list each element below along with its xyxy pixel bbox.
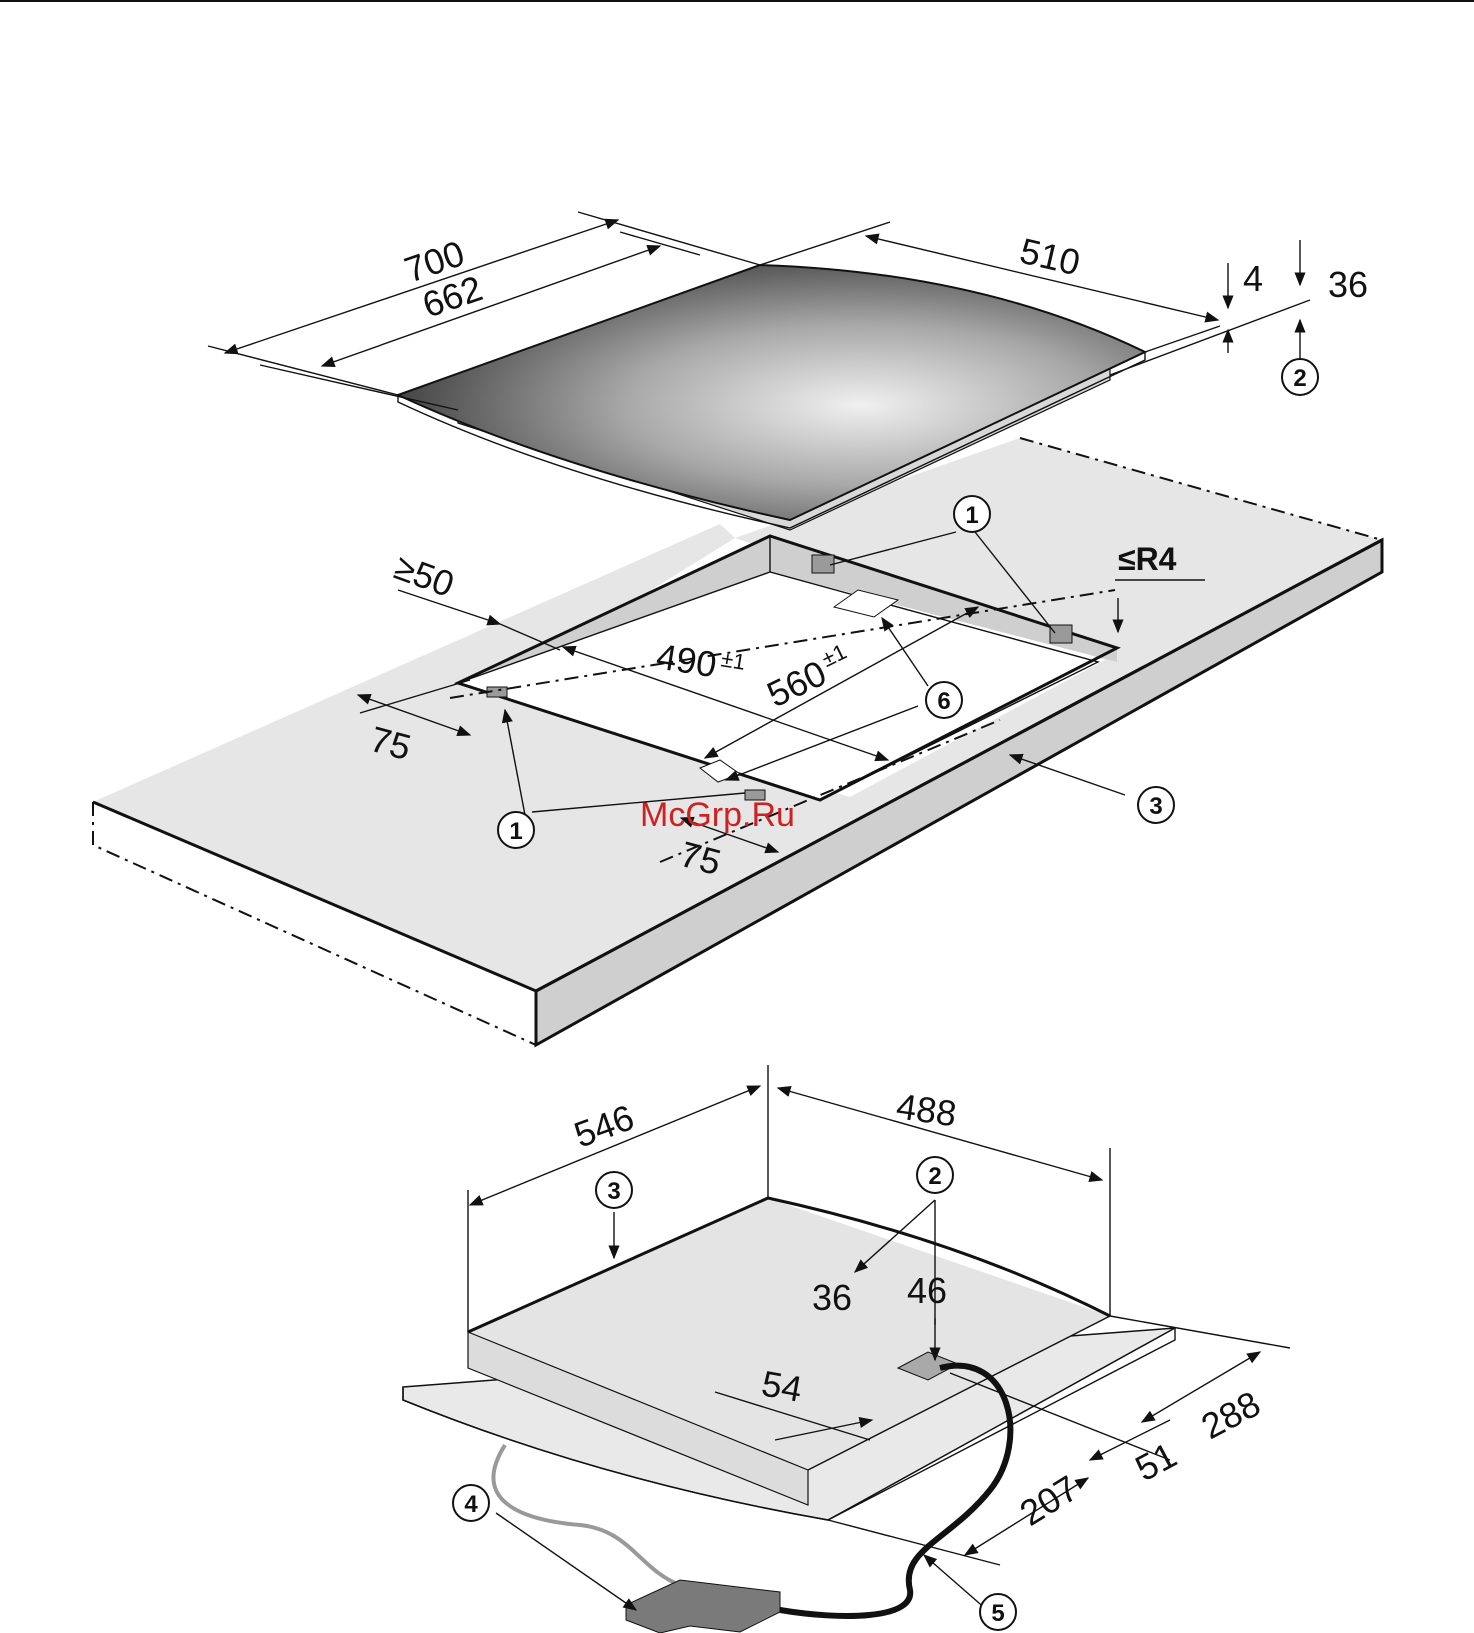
bracket-back-left bbox=[812, 555, 834, 573]
dim-54: 54 bbox=[759, 1363, 806, 1410]
dim-4: 4 bbox=[1243, 258, 1263, 299]
svg-text:1: 1 bbox=[965, 502, 978, 529]
svg-text:2: 2 bbox=[1293, 365, 1306, 392]
connection-box bbox=[626, 1580, 780, 1633]
dim-546: 546 bbox=[569, 1096, 639, 1155]
watermark: McGrp.Ru bbox=[640, 796, 795, 834]
dim-288: 288 bbox=[1195, 1383, 1267, 1447]
callout-3-middle: 3 bbox=[1138, 787, 1174, 823]
dim-36-top: 36 bbox=[1328, 264, 1368, 305]
callout-6: 6 bbox=[926, 682, 962, 718]
svg-text:2: 2 bbox=[928, 1163, 941, 1190]
dim-51: 51 bbox=[1129, 1434, 1184, 1489]
bracket-back-right bbox=[1050, 625, 1072, 643]
svg-text:3: 3 bbox=[1149, 793, 1162, 820]
callout-5: 5 bbox=[980, 1594, 1016, 1630]
callout-2-bottom: 2 bbox=[917, 1157, 953, 1193]
svg-text:1: 1 bbox=[509, 818, 522, 845]
callout-4: 4 bbox=[453, 1485, 489, 1521]
svg-text:6: 6 bbox=[937, 688, 950, 715]
dim-510: 510 bbox=[1016, 230, 1084, 283]
callout-1-bottom: 1 bbox=[498, 812, 534, 848]
svg-text:4: 4 bbox=[464, 1491, 478, 1518]
callout-2-top: 2 bbox=[1282, 359, 1318, 395]
callout-1-top: 1 bbox=[954, 496, 990, 532]
svg-text:3: 3 bbox=[607, 1178, 620, 1205]
callout-3-bottom: 3 bbox=[596, 1172, 632, 1208]
dim-36-bottom: 36 bbox=[812, 1277, 852, 1318]
dim-488: 488 bbox=[894, 1085, 959, 1134]
dim-207: 207 bbox=[1013, 1467, 1086, 1534]
dim-max-r4: ≤R4 bbox=[1118, 541, 1177, 577]
dim-min-50: ≥50 bbox=[389, 546, 459, 605]
dim-46: 46 bbox=[907, 1270, 947, 1311]
svg-text:5: 5 bbox=[991, 1600, 1004, 1627]
svg-text:±1: ±1 bbox=[719, 646, 747, 674]
